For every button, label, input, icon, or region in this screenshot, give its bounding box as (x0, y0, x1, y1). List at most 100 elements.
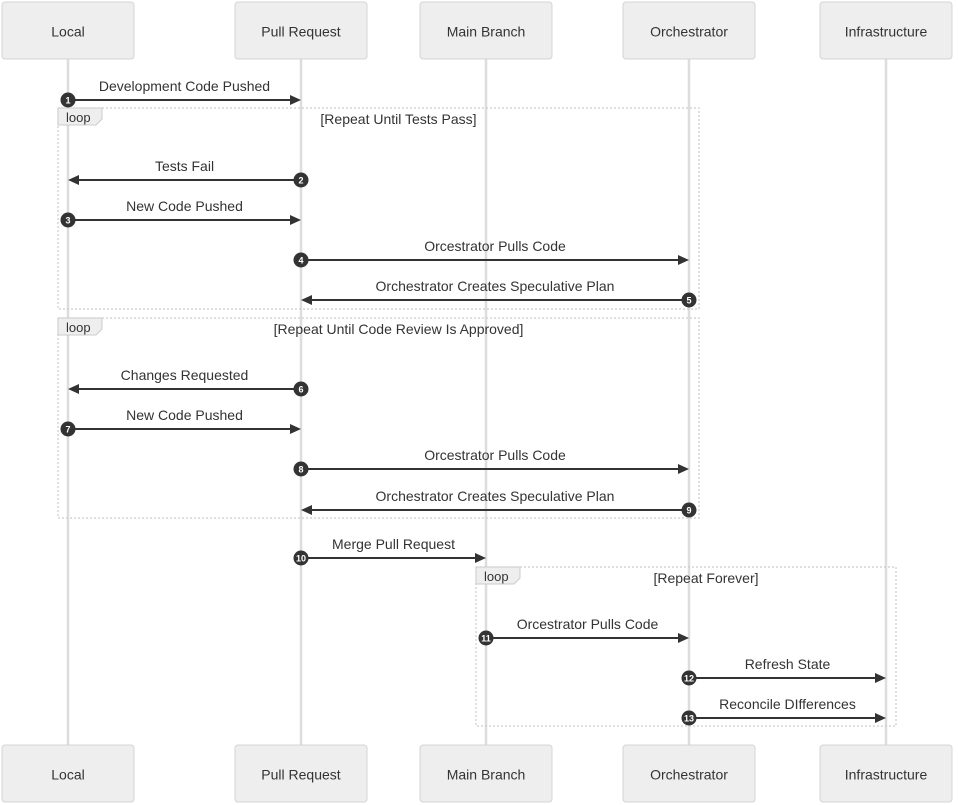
loop-border (57, 317, 700, 519)
sequence-number: 12 (684, 674, 694, 684)
actor-box[interactable] (419, 744, 553, 803)
sequence-number-badge (293, 252, 309, 268)
actor-label: Local (51, 767, 84, 783)
actor-infra-top[interactable]: Infrastructure (819, 1, 953, 60)
sequence-number: 8 (298, 465, 303, 475)
sequence-number-badge (681, 670, 697, 686)
loop-tab (57, 107, 103, 126)
arrowhead-icon (678, 464, 689, 474)
loop-frames: loop[Repeat Until Tests Pass]loop[Repeat… (57, 107, 897, 727)
loop-border (475, 566, 897, 727)
loop-border (57, 107, 700, 310)
loop-tab (57, 317, 103, 336)
message-9: 9 Orchestrator Creates Speculative Plan (301, 488, 697, 518)
sequence-number-badge (60, 421, 76, 437)
actor-label: Pull Request (261, 24, 340, 40)
actor-pr-bottom[interactable]: Pull Request (234, 744, 368, 803)
loop-condition: [Repeat Until Tests Pass] (320, 111, 476, 127)
arrowhead-icon (290, 95, 301, 105)
arrowhead-icon (290, 215, 301, 225)
sequence-number: 5 (686, 296, 691, 306)
sequence-number-badge (681, 292, 697, 308)
actor-label: Pull Request (261, 767, 340, 783)
actor-label: Local (51, 24, 84, 40)
loop-label: loop (484, 569, 509, 584)
sequence-number: 13 (684, 714, 694, 724)
sequence-number-badge (478, 630, 494, 646)
actors-bottom: Local Pull Request Main Branch Orchestrator… (1, 744, 953, 803)
actor-box[interactable] (622, 1, 756, 60)
message-6: 6 Changes Requested (68, 367, 309, 397)
loop-frame: loop [Repeat Forever] (475, 566, 897, 727)
sequence-number-badge (60, 212, 76, 228)
message-10: 10 Merge Pull Request (293, 536, 486, 566)
actor-main-top[interactable]: Main Branch (419, 1, 553, 60)
loop-frame: loop[Repeat Until Tests Pass] (57, 107, 700, 310)
sequence-number-badge (681, 710, 697, 726)
actor-main-bottom[interactable]: Main Branch (419, 744, 553, 803)
message-label: Orcestrator Pulls Code (424, 447, 566, 463)
actor-label: Orchestrator (650, 767, 728, 783)
sequence-number: 1 (65, 96, 70, 106)
sequence-number: 11 (481, 634, 491, 644)
actor-orch-bottom[interactable]: Orchestrator (622, 744, 756, 803)
message-label: Tests Fail (155, 158, 214, 174)
message-5: 5 Orchestrator Creates Speculative Plan (301, 278, 697, 308)
sequence-number: 9 (686, 506, 691, 516)
actor-box[interactable] (622, 744, 756, 803)
actor-box[interactable] (234, 744, 368, 803)
actor-pr-top[interactable]: Pull Request (234, 1, 368, 60)
arrowhead-icon (301, 505, 312, 515)
sequence-number: 4 (298, 256, 303, 266)
message-label: Orcestrator Pulls Code (424, 238, 566, 254)
arrowhead-icon (475, 553, 486, 563)
message-label: Reconcile DIfferences (719, 696, 856, 712)
message-4: 4 Orcestrator Pulls Code (293, 238, 689, 268)
message-label: Orcestrator Pulls Code (517, 616, 659, 632)
loop-condition: [Repeat Forever] (653, 570, 758, 586)
actor-orch-top[interactable]: Orchestrator (622, 1, 756, 60)
actor-label: Main Branch (447, 767, 526, 783)
actor-box[interactable] (1, 744, 135, 803)
actor-box[interactable] (419, 1, 553, 60)
message-label: Changes Requested (121, 367, 249, 383)
message-8: 8 Orcestrator Pulls Code (293, 447, 689, 477)
actor-infra-bottom[interactable]: Infrastructure (819, 744, 953, 803)
message-2: 2 Tests Fail (68, 158, 309, 188)
message-label: Merge Pull Request (332, 536, 455, 552)
message-13: 13 Reconcile DIfferences (681, 696, 886, 726)
arrowhead-icon (875, 713, 886, 723)
actor-label: Orchestrator (650, 24, 728, 40)
actor-local-top[interactable]: Local (1, 1, 135, 60)
message-11: 11 Orcestrator Pulls Code (478, 616, 689, 646)
actor-label: Main Branch (447, 24, 526, 40)
message-label: Orchestrator Creates Speculative Plan (376, 488, 615, 504)
arrowhead-icon (875, 673, 886, 683)
actor-box[interactable] (234, 1, 368, 60)
arrowhead-icon (68, 175, 79, 185)
message-label: New Code Pushed (126, 198, 243, 214)
sequence-number: 2 (298, 176, 303, 186)
arrowhead-icon (290, 424, 301, 434)
actor-local-bottom[interactable]: Local (1, 744, 135, 803)
sequence-number: 6 (298, 385, 303, 395)
sequence-number-badge (681, 502, 697, 518)
arrowhead-icon (678, 255, 689, 265)
sequence-number-badge (293, 381, 309, 397)
loop-label: loop (66, 320, 91, 335)
actor-box[interactable] (1, 1, 135, 60)
message-label: New Code Pushed (126, 407, 243, 423)
actors-top: Local Pull Request Main Branch Orchestrator… (1, 1, 953, 60)
sequence-number: 10 (296, 554, 306, 564)
sequence-number-badge (293, 172, 309, 188)
arrowhead-icon (68, 384, 79, 394)
actor-box[interactable] (819, 1, 953, 60)
actor-label: Infrastructure (845, 24, 928, 40)
actor-box[interactable] (819, 744, 953, 803)
message-label: Orchestrator Creates Speculative Plan (376, 278, 615, 294)
arrowhead-icon (678, 633, 689, 643)
